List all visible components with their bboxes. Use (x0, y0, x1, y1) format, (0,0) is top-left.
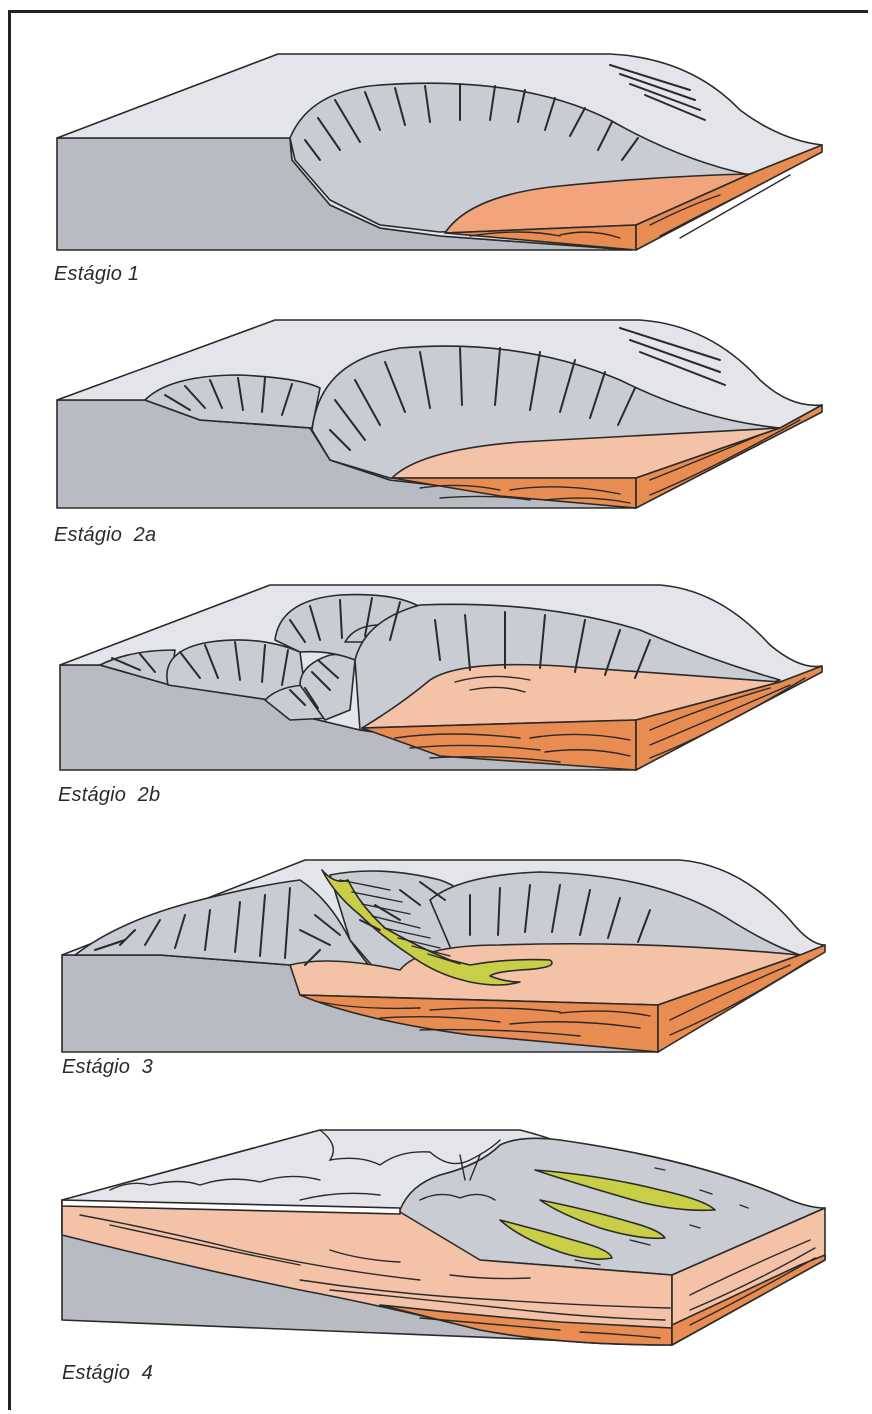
stage-2a-caption: Estágio 2a (54, 524, 156, 547)
stage-1-caption: Estágio 1 (54, 263, 139, 286)
stage-1-panel: Estágio 1 (0, 0, 872, 300)
stage-2a-block-diagram (0, 300, 872, 560)
stage-2b-block-diagram (0, 560, 872, 820)
stage-4-caption: Estágio 4 (62, 1362, 153, 1385)
stage-2b-caption: Estágio 2b (58, 784, 160, 807)
stage-4-panel: Estágio 4 (0, 1090, 872, 1414)
stage-2a-panel: Estágio 2a (0, 300, 872, 560)
stage-3-caption: Estágio 3 (62, 1056, 153, 1079)
stage-3-panel: Estágio 3 (0, 820, 872, 1090)
stage-3-block-diagram (0, 820, 872, 1090)
stage-1-block-diagram (0, 0, 872, 300)
stage-2b-panel: Estágio 2b (0, 560, 872, 820)
